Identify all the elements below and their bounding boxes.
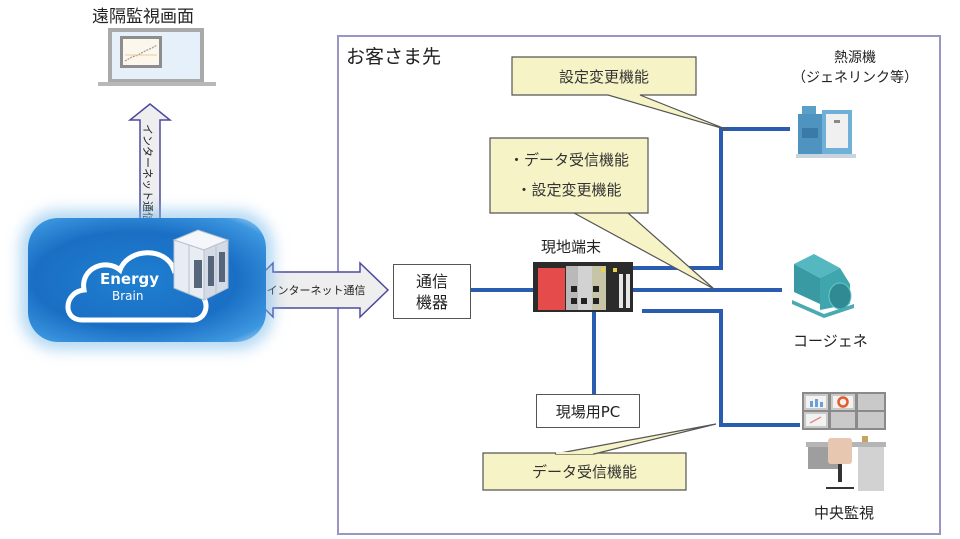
cogen-label: コージェネ [793,332,868,350]
callout-top [511,56,729,131]
central-monitoring-icon [802,392,886,491]
comm-device-box: 通信 機器 [393,264,471,319]
callout-bottom [482,423,717,491]
heat-source-icon [796,106,856,158]
callout-top-text: 設定変更機能 [558,67,649,86]
vertical-link-label: インターネット通信 [141,124,154,223]
heat-source-line1: 熱源機 [834,50,876,66]
line-to-central [642,309,800,427]
energy-brain-line1: Energy [100,270,160,288]
callout-middle [489,137,715,290]
callout-bottom-text: データ受信機能 [531,463,637,481]
local-terminal-label: 現地端末 [541,238,602,256]
server-rack-icon [172,229,230,301]
comm-device-line1: 通信 [415,271,448,291]
laptop-icon [98,28,216,86]
callout-middle-line1: ・データ受信機能 [508,151,629,169]
cogen-icon [792,254,854,318]
comm-device-line2: 機器 [415,292,448,312]
field-pc-box: 現場用PC [536,394,640,428]
plc-terminal-icon [533,262,633,312]
energy-brain-line2: Brain [112,289,144,303]
horizontal-double-arrow [244,261,390,319]
customer-site-title: お客さま先 [346,46,442,68]
horizontal-link-label: インターネット通信 [267,284,366,297]
central-monitoring-label: 中央監視 [814,504,875,522]
heat-source-line2: （ジェネリンク等） [792,70,918,86]
remote-monitor-title: 遠隔監視画面 [92,7,194,27]
callout-middle-text: ・データ受信機能 ・設定変更機能 [490,142,648,208]
callout-middle-line2: ・設定変更機能 [516,181,622,199]
heat-source-label: 熱源機 （ジェネリンク等） [780,48,930,88]
